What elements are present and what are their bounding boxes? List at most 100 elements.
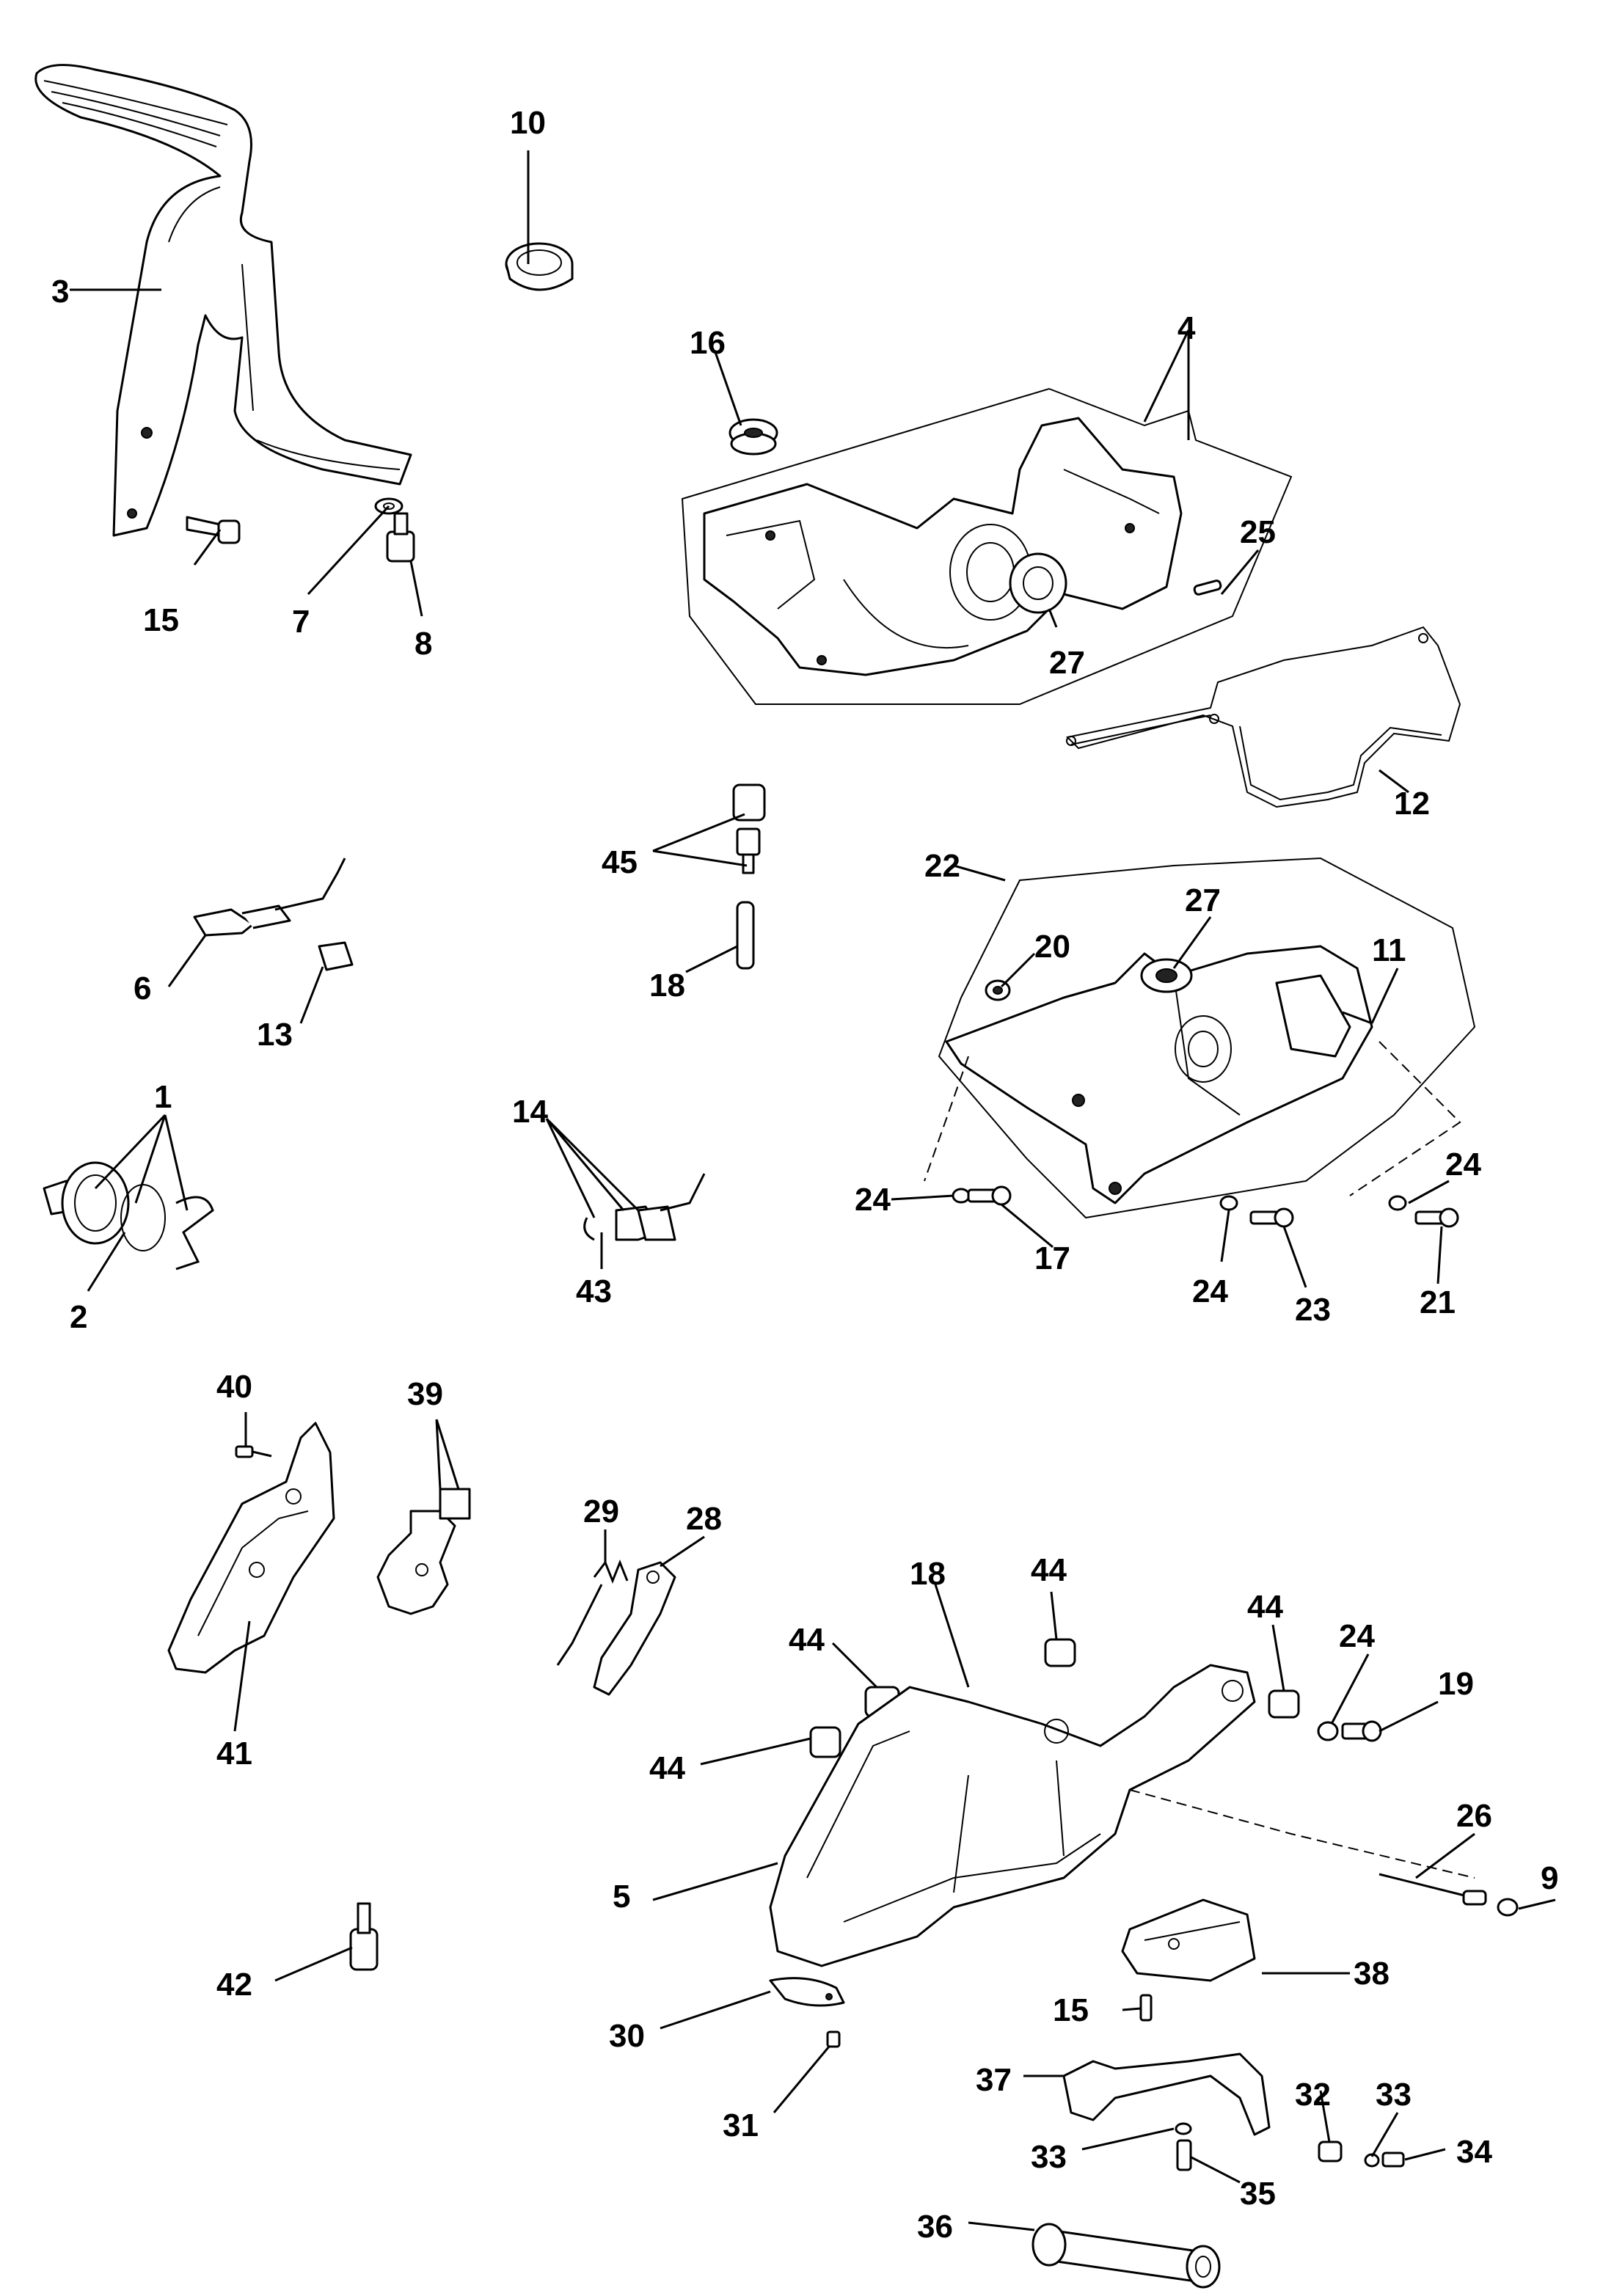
label-35: 35 [1240,2176,1276,2212]
label-28: 28 [686,1501,722,1537]
label-9: 9 [1541,1860,1558,1896]
part-28-trigger [593,1561,676,1696]
label-26: 26 [1456,1798,1492,1834]
label-34: 34 [1456,2134,1492,2170]
label-36: 36 [917,2209,953,2245]
part-32-spacer [1318,2140,1343,2162]
part-1-oil-cap [43,1161,214,1271]
label-24a: 24 [855,1182,891,1218]
label-18: 18 [649,968,685,1003]
part-10-grommet [505,242,574,291]
label-41: 41 [216,1736,252,1772]
part-34-screw [1381,2151,1405,2168]
label-24b: 24 [1192,1273,1228,1309]
label-5: 5 [613,1879,630,1915]
part-4-crankcase [681,387,1293,705]
label-40: 40 [216,1369,252,1405]
label-14: 14 [512,1094,548,1130]
label-29: 29 [583,1494,619,1529]
part-18-pin [736,901,755,970]
label-12: 12 [1394,786,1430,822]
part-6-switch [193,858,346,937]
label-4: 4 [1177,310,1196,346]
part-40-screw [235,1445,272,1458]
part-11-stud [1342,1011,1373,1025]
label-10: 10 [510,105,546,141]
part-25-pin [1193,580,1222,596]
part-31-screw [826,2030,841,2048]
part-33-washer-a [1175,2122,1192,2135]
part-12-gasket [1065,626,1461,808]
part-21-screw [1388,1195,1459,1228]
label-24c: 24 [1445,1147,1481,1182]
label-2: 2 [70,1299,87,1335]
label-27b: 27 [1185,882,1221,918]
label-24d: 24 [1339,1618,1375,1654]
part-15-screw-lower [1139,1994,1153,2022]
label-15b: 15 [1053,1992,1089,2028]
part-27-bearing-lower [1140,958,1193,993]
leader-lines [70,150,1556,2231]
label-25: 25 [1240,514,1276,550]
label-15: 15 [143,602,179,638]
label-22: 22 [924,848,960,884]
part-39-lever [376,1488,471,1615]
label-38: 38 [1354,1956,1390,1992]
label-3: 3 [51,274,69,310]
part-44-buffer-d [809,1726,841,1758]
part-14-contact [583,1173,706,1241]
label-43: 43 [576,1273,612,1309]
label-1: 1 [154,1079,172,1115]
label-44c: 44 [1247,1589,1283,1625]
label-44a: 44 [789,1622,825,1658]
label-33a: 33 [1031,2139,1067,2175]
label-6: 6 [134,970,151,1006]
part-45-bushing [732,783,766,874]
part-24-washer [1317,1721,1339,1741]
label-45: 45 [602,844,638,880]
label-16: 16 [690,325,726,361]
label-37: 37 [976,2062,1012,2098]
label-21: 21 [1420,1284,1456,1320]
part-35-screw [1176,2139,1192,2171]
part-44-buffer-b [1044,1638,1076,1667]
label-7: 7 [292,604,310,640]
part-17-screw [952,1185,1012,1206]
label-42: 42 [216,1967,252,2003]
part-41-handle-half [167,1422,335,1674]
part-44-buffer-c [1268,1689,1300,1719]
part-26-cable [1129,1789,1487,1906]
label-27a: 27 [1049,645,1085,681]
label-39: 39 [407,1376,443,1412]
label-20: 20 [1034,929,1070,965]
part-5-tank-housing [769,1664,1256,1967]
label-17: 17 [1034,1240,1070,1276]
label-31: 31 [723,2107,759,2143]
part-13-block [318,941,354,971]
label-19: 19 [1438,1666,1474,1702]
part-38-bracket [1121,1898,1256,1982]
part-29-spring [556,1559,629,1666]
part-9-nut [1497,1898,1519,1917]
part-30-plate [769,1977,845,2007]
label-44d: 44 [649,1750,685,1786]
label-33b: 33 [1376,2077,1412,2113]
part-23-screw [1219,1195,1294,1228]
part-3-front-handle [34,64,412,537]
part-8-screw [386,512,415,563]
part-33-washer-b [1364,2153,1380,2168]
label-44b: 44 [1031,1552,1067,1588]
label-30: 30 [609,2018,645,2054]
part-37-guard [1062,2052,1271,2136]
part-36-tube [1031,2223,1221,2289]
part-labels: 1 2 3 4 5 6 7 8 9 10 11 12 13 14 15 15 1… [51,105,1558,2245]
label-18b: 18 [910,1556,946,1592]
label-8: 8 [415,626,432,662]
part-22-housing [938,857,1476,1219]
label-23: 23 [1295,1292,1331,1328]
label-11: 11 [1372,932,1406,968]
part-42-buffer [349,1902,379,1971]
label-13: 13 [257,1017,293,1053]
label-32: 32 [1295,2077,1331,2113]
